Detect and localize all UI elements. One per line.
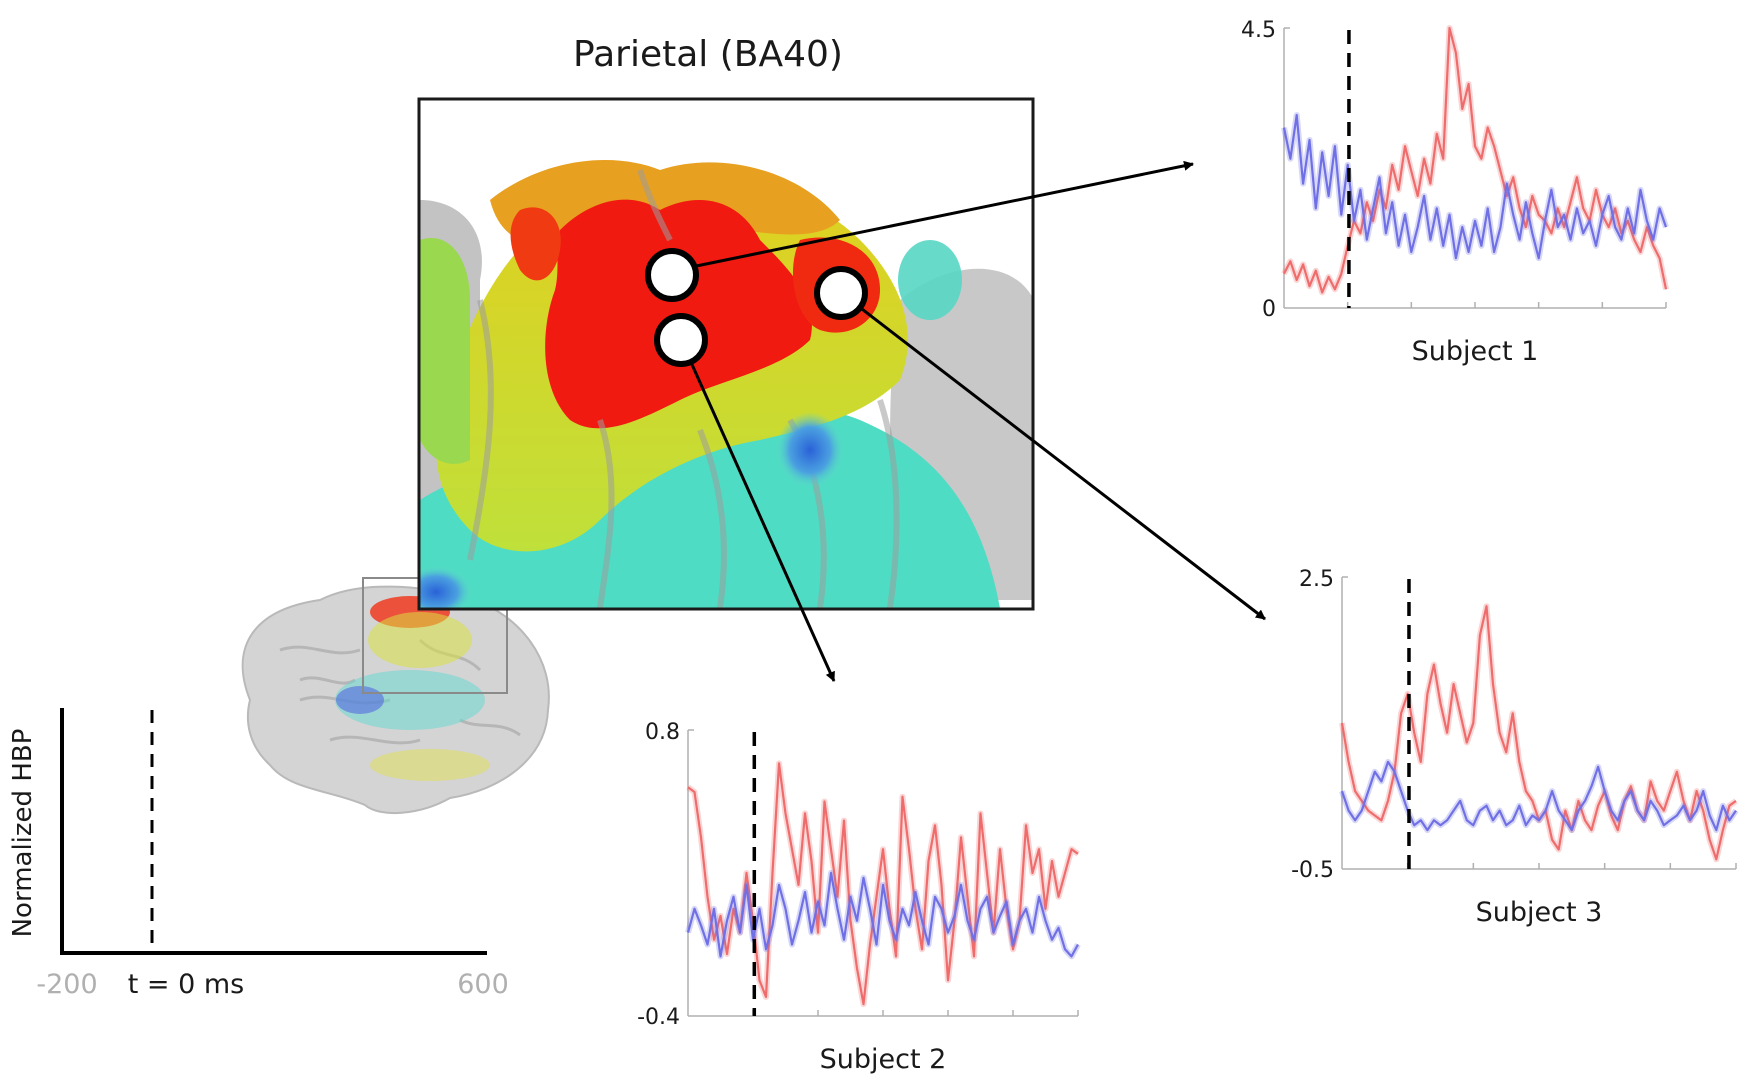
- brain-activation-blue: [336, 686, 384, 714]
- region-title: Parietal (BA40): [573, 34, 843, 75]
- gyrus-green-left: [420, 238, 470, 464]
- y-tick-label-top: 0.8: [645, 720, 680, 745]
- connector-arrows: [671, 160, 1266, 682]
- cortex-sulcus-lines: [467, 169, 900, 608]
- panel-xlabel: Subject 2: [820, 1044, 947, 1075]
- series-line-1: [1283, 26, 1668, 294]
- schematic-axis: Normalized HBP -200 600 t = 0 ms: [8, 708, 509, 1000]
- panel-xlabel: Subject 3: [1476, 897, 1603, 928]
- roi-markers: [645, 248, 868, 367]
- y-tick-label-top: 2.5: [1299, 567, 1334, 592]
- arrow-to-subject-3: [844, 294, 1266, 621]
- arrow-to-subject-1: [671, 160, 1194, 273]
- schematic-x-min-label: -200: [36, 969, 97, 1000]
- y-tick-label-bottom: -0.4: [637, 1005, 680, 1030]
- gyrus-cyan-lower: [420, 402, 1000, 608]
- brain-activation-cyan: [335, 670, 485, 730]
- zoomed-cortex: [420, 100, 1032, 608]
- activation-red-left: [510, 207, 561, 281]
- arrow-to-subject-2: [679, 339, 836, 682]
- roi-marker-subject-3: [814, 266, 868, 320]
- y-tick-label-bottom: -0.5: [1291, 858, 1334, 883]
- zoom-panel-frame: [417, 97, 1035, 611]
- whole-brain-rendering: [241, 577, 550, 815]
- activation-cyan-right: [898, 240, 962, 320]
- activation-blue-center: [776, 412, 844, 488]
- schematic-ylabel: Normalized HBP: [8, 729, 38, 938]
- series-line-2: [1282, 113, 1668, 260]
- panel-xlabel: Subject 1: [1412, 336, 1539, 367]
- activation-blue-corner: [420, 566, 472, 608]
- brain-activation-yellow-lower: [370, 749, 490, 781]
- y-tick-label-top: 4.5: [1241, 18, 1276, 43]
- roi-marker-subject-2: [654, 313, 708, 367]
- brain-activation-yellow: [368, 612, 472, 668]
- roi-marker-subject-1: [645, 248, 699, 302]
- schematic-onset-label: t = 0 ms: [128, 969, 245, 1000]
- series-band-1: [1281, 25, 1669, 296]
- schematic-x-max-label: 600: [457, 969, 509, 1000]
- y-tick-label-bottom: 0: [1262, 297, 1276, 322]
